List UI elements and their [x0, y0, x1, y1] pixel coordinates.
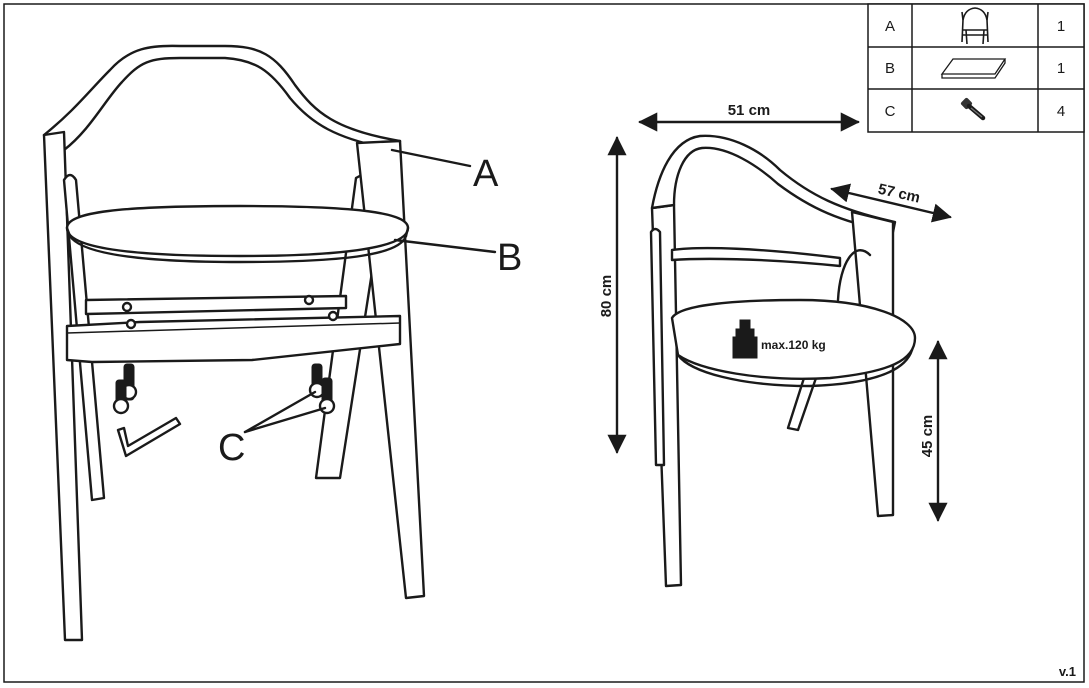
max-load-label: max.120 kg — [761, 338, 826, 352]
assembled-back-band — [670, 246, 842, 268]
allen-key-icon — [116, 416, 182, 458]
parts-row-a-letter: A — [885, 18, 895, 35]
exploded-chair-view: A B C — [42, 44, 522, 642]
parts-row-c-letter: C — [885, 103, 896, 120]
callout-b: B — [497, 237, 522, 279]
dim-height-label: 80 cm — [598, 275, 615, 318]
dim-seat-height-label: 45 cm — [919, 415, 936, 458]
seat-cushion-b — [65, 204, 410, 264]
parts-row-b-letter: B — [885, 60, 895, 77]
leader-b — [393, 238, 497, 254]
page-border — [3, 3, 1085, 683]
front-seat-rail — [65, 314, 402, 364]
left-back-leg — [42, 130, 84, 642]
leader-a — [390, 148, 472, 168]
assembled-chair-view: max.120 kg 51 cm 57 cm 80 cm 45 cm — [598, 102, 952, 588]
assembled-arm-curve — [836, 249, 872, 302]
assembled-seat — [670, 298, 917, 388]
chair-frame-icon — [961, 7, 989, 45]
bolt-set-left — [112, 363, 138, 415]
dim-depth-label: 57 cm — [876, 181, 921, 207]
parts-table: A B C 1 1 4 — [867, 3, 1085, 133]
seat-cushion-icon — [940, 58, 1007, 79]
bolt-icon — [960, 97, 986, 121]
version-label: v.1 — [1059, 664, 1076, 679]
callout-a: A — [473, 153, 499, 195]
seat-support-rail — [84, 294, 348, 316]
weight-icon — [732, 319, 758, 359]
backrest-arch — [42, 44, 402, 152]
callout-c: C — [218, 427, 245, 469]
assembled-front-leg-left — [649, 227, 666, 467]
leader-c-1 — [243, 390, 317, 434]
right-back-leg — [355, 139, 426, 600]
dim-depth-arrow — [830, 183, 952, 223]
leader-c-2 — [243, 406, 327, 434]
parts-row-a-qty: 1 — [1057, 18, 1065, 35]
parts-row-b-qty: 1 — [1057, 60, 1065, 77]
parts-row-c-qty: 4 — [1057, 103, 1065, 120]
dim-width-label: 51 cm — [728, 102, 771, 119]
